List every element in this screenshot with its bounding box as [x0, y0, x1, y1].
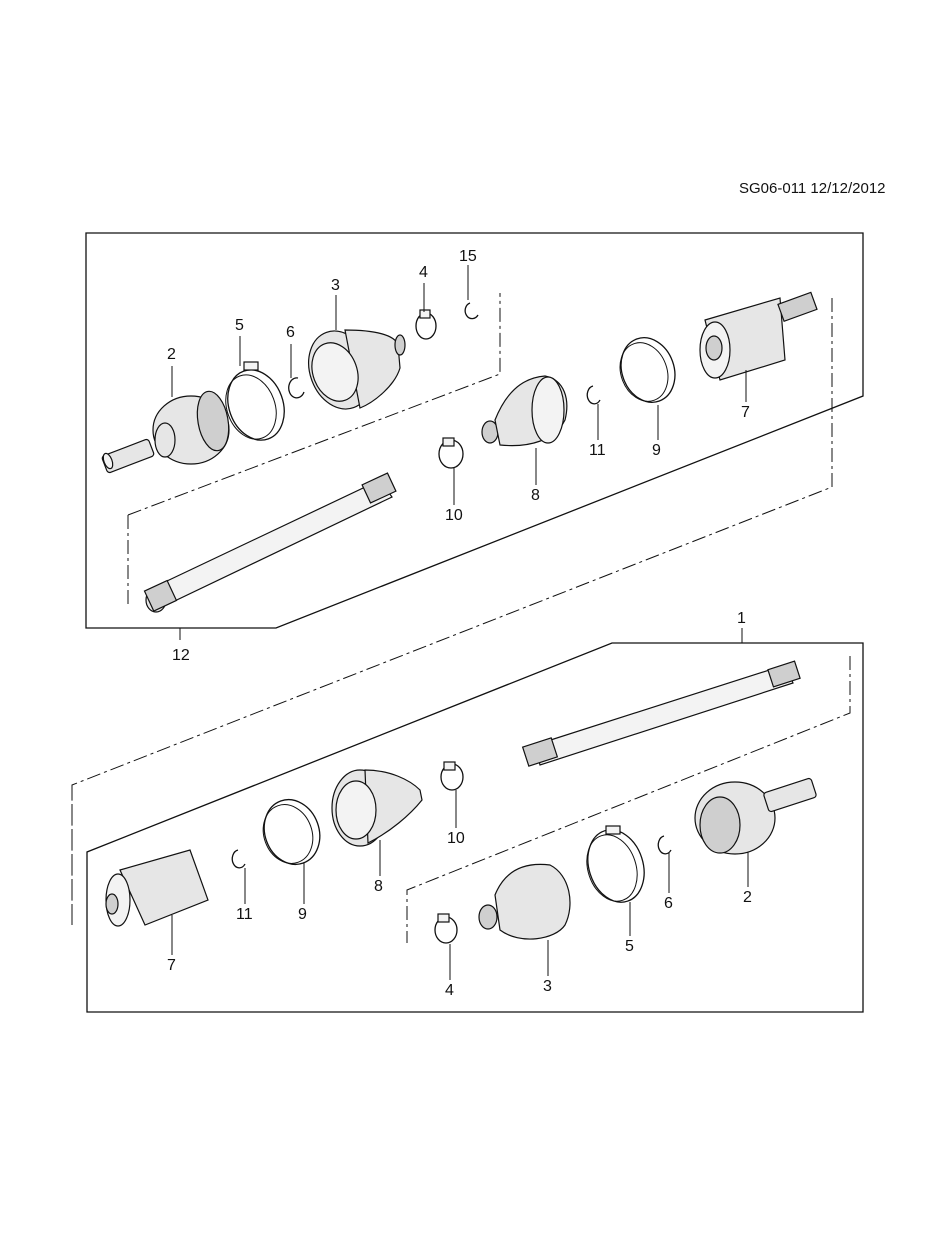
callout-15: 15 [459, 248, 477, 265]
upper-snap-ring [288, 377, 305, 399]
callout-4: 4 [419, 264, 428, 281]
lower-snap-ring-11 [231, 849, 246, 869]
callout-3: 3 [331, 277, 340, 294]
callout-5: 5 [235, 317, 244, 334]
upper-clamp-9 [619, 337, 676, 403]
lower-inner-boot [331, 769, 423, 847]
callout-lower-4: 4 [445, 982, 454, 999]
callout-lower-8: 8 [374, 878, 383, 895]
callout-lower-7: 7 [167, 957, 176, 974]
callout-11: 11 [589, 442, 606, 459]
callout-lower-5: 5 [625, 938, 634, 955]
callout-12: 12 [172, 647, 190, 664]
callout-8: 8 [531, 487, 540, 504]
callout-lower-9: 9 [298, 906, 307, 923]
lower-alignment-line-b [406, 656, 851, 943]
upper-clamp-small [415, 309, 437, 340]
callout-1: 1 [737, 610, 746, 627]
upper-outer-cv-joint [101, 390, 230, 474]
upper-inner-boot [481, 375, 568, 447]
lower-boot [478, 863, 571, 940]
callout-9: 9 [652, 442, 661, 459]
callout-6: 6 [286, 324, 295, 341]
upper-snap-ring-11 [586, 385, 601, 405]
callout-lower-10: 10 [447, 830, 465, 847]
upper-snap-ring-15 [464, 302, 479, 320]
callout-lower-11: 11 [236, 906, 253, 923]
doc-code: SG06-011 12/12/2012 [739, 180, 886, 197]
lower-clamp-10 [440, 761, 464, 791]
upper-shaft [143, 472, 397, 613]
lower-clamp-5 [586, 825, 645, 903]
lower-shaft [521, 660, 801, 767]
lower-clamp-9 [262, 798, 321, 866]
upper-tripod-housing [699, 291, 818, 381]
upper-clamp-10 [438, 437, 464, 469]
callout-7: 7 [741, 404, 750, 421]
lower-outer-cv-joint [694, 777, 817, 855]
lower-tripod-housing [105, 849, 209, 927]
callout-lower-3: 3 [543, 978, 552, 995]
upper-alignment-line-a [127, 293, 501, 516]
callout-2: 2 [167, 346, 176, 363]
lower-panel-frame [86, 642, 864, 1013]
lower-snap-ring-6 [657, 835, 672, 855]
upper-boot [308, 329, 406, 410]
callout-lower-2: 2 [743, 889, 752, 906]
upper-panel-frame [85, 232, 864, 629]
upper-clamp-large [225, 361, 285, 441]
lower-clamp-4 [434, 913, 458, 944]
callout-lower-6: 6 [664, 895, 673, 912]
callout-10: 10 [445, 507, 463, 524]
